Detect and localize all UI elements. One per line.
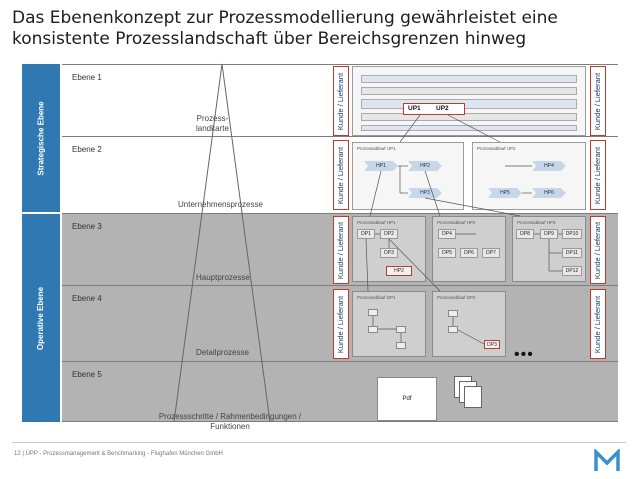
- label-prozesslandkarte: Prozess- landkarte: [196, 114, 229, 133]
- kunde-lieferant-left-2: Kunde / Lieferant: [333, 140, 349, 210]
- process-step: [368, 326, 378, 333]
- kunde-lieferant-left-1: Kunde / Lieferant: [333, 66, 349, 136]
- panel-prozessablauf-up1: Prozessablauf UP1: [352, 142, 464, 210]
- process-step: [368, 309, 378, 316]
- chevron-hp5: HP5: [488, 188, 522, 198]
- function-file-box: Pdf: [377, 377, 437, 421]
- title-line-2: konsistente Prozesslandschaft über Berei…: [12, 29, 527, 49]
- level-label-1: Ebene 1: [72, 73, 102, 82]
- kunde-lieferant-right-3: Kunde / Lieferant: [590, 216, 606, 284]
- chevron-hp1: HP1: [364, 161, 398, 171]
- sidebar-operative: Operative Ebene: [22, 214, 60, 422]
- footer-text: 12 | ÜPP - Prozessmanagement & Benchmark…: [14, 451, 223, 457]
- process-step: [396, 342, 406, 349]
- chevron-hp4: HP4: [532, 161, 566, 171]
- box-dp2: DP2: [380, 229, 398, 239]
- process-step: [396, 326, 406, 333]
- footer-divider: [12, 442, 626, 443]
- up2-label: UP2: [436, 105, 449, 112]
- level-label-2: Ebene 2: [72, 145, 102, 154]
- sidebar-operative-label: Operative Ebene: [36, 286, 46, 350]
- process-step: [448, 326, 458, 333]
- kunde-lieferant-right-1: Kunde / Lieferant: [590, 66, 606, 136]
- chevron-hp2: HP2: [408, 161, 442, 171]
- landscape-row: [361, 113, 577, 121]
- landscape-row: [361, 125, 577, 131]
- box-dp9: DP9: [540, 229, 558, 239]
- box-dp7: DP7: [482, 248, 500, 258]
- kunde-lieferant-left-4: Kunde / Lieferant: [333, 289, 349, 359]
- landscape-row: [361, 87, 577, 95]
- level-label-3: Ebene 3: [72, 222, 102, 231]
- label-unternehmensprozesse: Unternehmensprozesse: [178, 200, 263, 209]
- kunde-lieferant-right-2: Kunde / Lieferant: [590, 140, 606, 210]
- slide-title: Das Ebenenkonzept zur Prozessmodellierun…: [12, 8, 628, 50]
- label-prozessschritte: Prozessschritte / Rahmenbedingungen / Fu…: [158, 412, 302, 431]
- box-dp3: DP3: [380, 248, 398, 258]
- box-dp4: DP4: [438, 229, 456, 239]
- landscape-row: [361, 75, 577, 83]
- more-dots: •••: [514, 346, 534, 363]
- kunde-lieferant-left-3: Kunde / Lieferant: [333, 216, 349, 284]
- box-dp1: DP1: [357, 229, 375, 239]
- chevron-hp6: HP6: [532, 188, 566, 198]
- level-band-5: Ebene 5: [62, 362, 618, 422]
- landscape-row: [361, 99, 577, 109]
- box-dp12: DP12: [562, 266, 582, 276]
- level-label-4: Ebene 4: [72, 294, 102, 303]
- up1-label: UP1: [408, 105, 421, 112]
- process-landscape-map: [352, 66, 586, 136]
- box-dp5: DP5: [438, 248, 456, 258]
- label-detailprozesse: Detailprozesse: [196, 348, 249, 357]
- box-hp2-ref: HP2: [386, 266, 412, 276]
- box-dp10: DP10: [562, 229, 582, 239]
- chevron-hp3: HP3: [408, 188, 442, 198]
- up-highlight-box: [403, 103, 465, 115]
- panel-prozessablauf-dp1: Prozessablauf DP1: [352, 291, 426, 357]
- sidebar-strategic: Strategische Ebene: [22, 64, 60, 212]
- box-dp8: DP8: [516, 229, 534, 239]
- title-line-1: Das Ebenenkonzept zur Prozessmodellierun…: [12, 8, 558, 28]
- kunde-lieferant-right-4: Kunde / Lieferant: [590, 289, 606, 359]
- process-step: [448, 310, 458, 317]
- panel-prozessablauf-up2: Prozessablauf UP2: [472, 142, 586, 210]
- level-label-5: Ebene 5: [72, 370, 102, 379]
- sidebar-strategic-label: Strategische Ebene: [36, 100, 46, 176]
- pyramid-outline: [173, 63, 271, 423]
- box-dp3-ref: DP3: [484, 340, 500, 349]
- box-dp6: DP6: [460, 248, 478, 258]
- document-stack-icon: [454, 376, 484, 412]
- label-hauptprozesse: Hauptprozesse: [196, 273, 250, 282]
- m-logo-icon: [594, 449, 620, 471]
- box-dp11: DP11: [562, 248, 582, 258]
